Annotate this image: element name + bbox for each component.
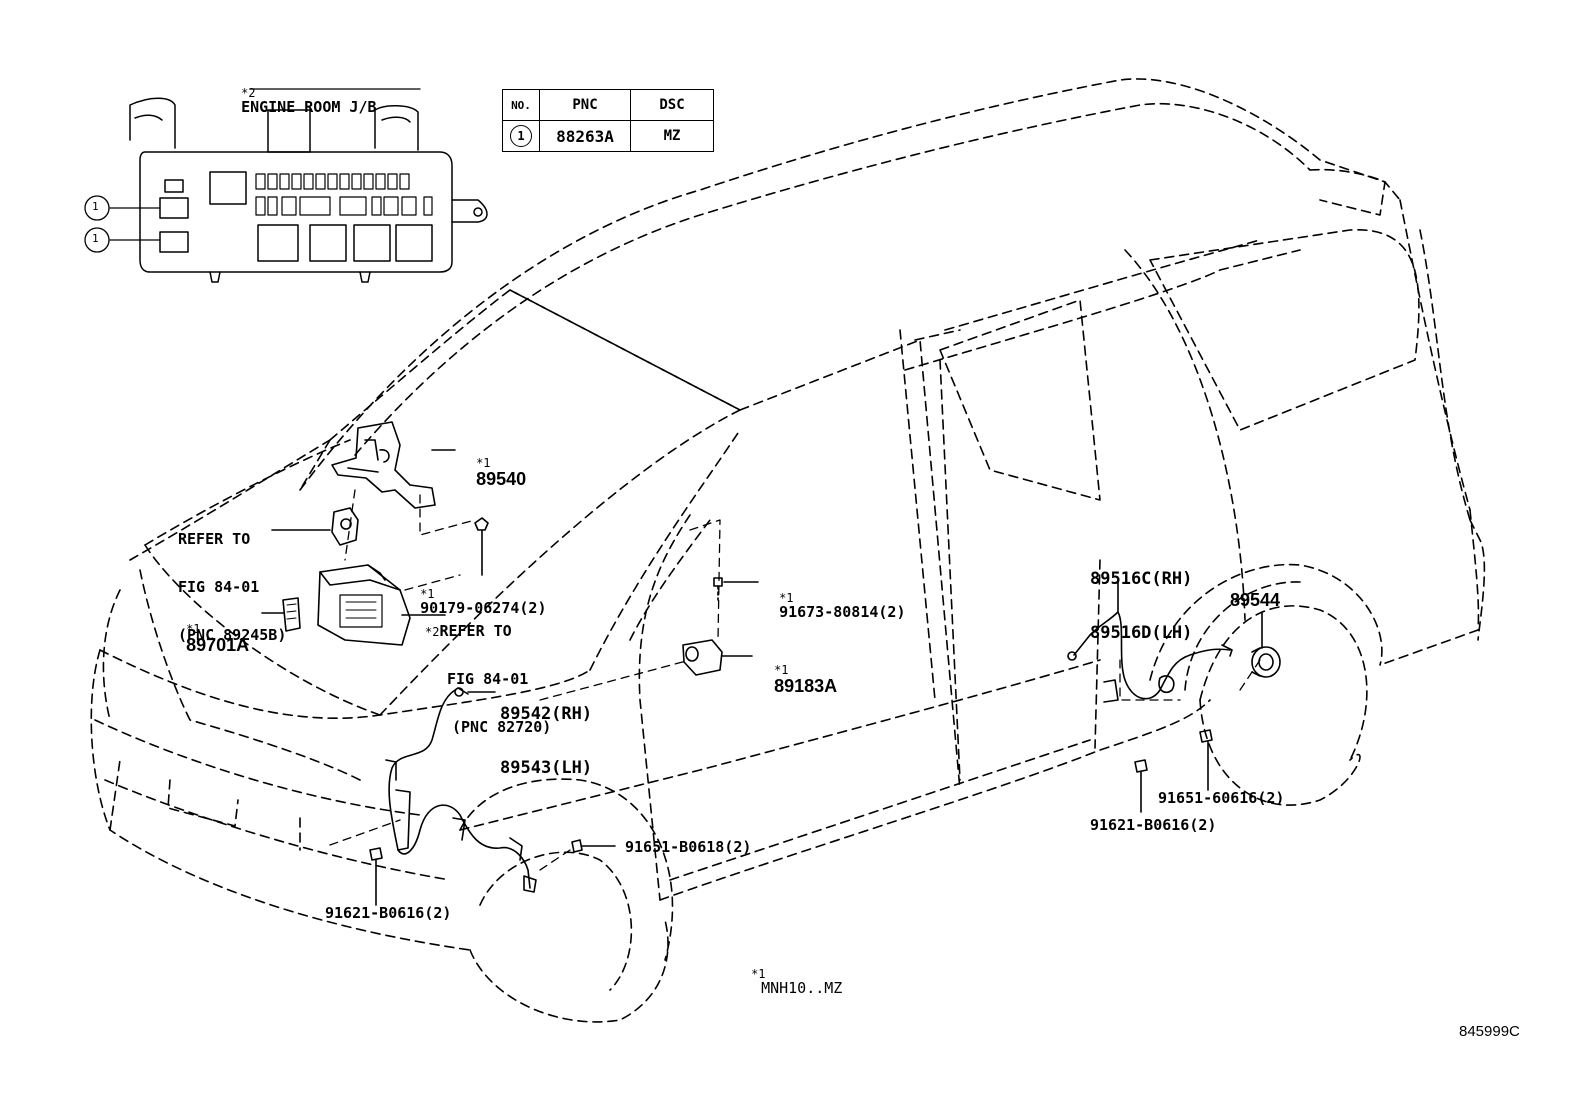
label-91651-60616: 91651-60616(2) — [1158, 789, 1285, 807]
bolt-91651-60616 — [1199, 729, 1213, 791]
table-header-no: NO. — [502, 89, 540, 121]
refer-line-3: (PNC 89245B) — [178, 626, 287, 644]
engine-room-jb-star: *2 — [241, 86, 256, 100]
label-89516: 89516C(RH) 89516D(LH) — [1090, 537, 1192, 659]
ecu-82720 — [317, 564, 446, 646]
label-91673: *1 91673-80814(2) — [761, 575, 906, 621]
part-number: 89540 — [476, 469, 527, 489]
line-lh: 89516D(LH) — [1090, 623, 1193, 643]
footnote-star: *1 — [751, 967, 766, 981]
rotor-89544 — [1251, 611, 1281, 678]
van-body-outline — [90, 78, 1486, 1023]
label-refer-89245b: REFER TO FIG 84-01 (PNC 89245B) — [178, 502, 286, 658]
label-89701a: *1 89701A — [168, 606, 249, 654]
part-number: 90179-06274(2) — [420, 599, 547, 617]
sensor-89245b — [271, 507, 359, 546]
table-cell-dsc: MZ — [630, 120, 714, 152]
refer-line-1: REFER TO — [178, 530, 251, 548]
star: *1 — [420, 587, 435, 601]
table-header-dsc: DSC — [630, 89, 714, 121]
refer-line-3: (PNC 82720) — [452, 718, 552, 736]
table-header-pnc: PNC — [539, 89, 631, 121]
line-lh: 89543(LH) — [500, 758, 593, 778]
part-number: 89183A — [774, 676, 838, 696]
sensor-89183a — [682, 639, 753, 676]
label-89183a: *1 89183A — [756, 647, 837, 695]
label-89542: 89542(RH) 89543(LH) — [500, 672, 592, 794]
label-91621-front: 91621-B0616(2) — [325, 904, 452, 922]
star: *1 — [779, 591, 794, 605]
refer-line-2: FIG 84-01 — [447, 670, 529, 688]
callout-1-lower: 1 — [92, 232, 99, 245]
nut-90179 — [474, 517, 489, 576]
footnote-text: MNH10..MZ — [761, 979, 843, 997]
label-90179: *1 90179-06274(2) — [402, 571, 547, 617]
relay-89701a — [261, 597, 301, 632]
star: *1 — [774, 663, 789, 677]
label-89544: 89544 — [1230, 590, 1281, 610]
line-rh: 89516C(RH) — [1090, 569, 1193, 589]
bolt-91621-front — [369, 847, 383, 906]
bolt-91621-rear — [1134, 759, 1148, 813]
pnc-table: NO. PNC DSC 1 88263A MZ — [502, 89, 714, 152]
front-speed-sensor-89542 — [385, 687, 537, 893]
engine-room-jb-drawing — [84, 88, 488, 283]
table-cell-no-circle: 1 — [510, 125, 532, 147]
bracket-89540 — [331, 421, 456, 509]
rear-speed-sensor-89516 — [1067, 579, 1233, 703]
label-91651-b0618: 91651-B0618(2) — [625, 838, 752, 856]
star: *2 — [425, 625, 440, 639]
footnote: *1 MNH10..MZ — [733, 951, 842, 996]
figure-code: 845999C — [1459, 1023, 1520, 1040]
part-number: 89701A — [186, 635, 250, 655]
label-91621-rear: 91621-B0616(2) — [1090, 816, 1217, 834]
engine-room-jb-text: ENGINE ROOM J/B — [241, 98, 377, 116]
refer-line-2: FIG 84-01 — [178, 578, 260, 596]
engine-room-jb-title: *2 ENGINE ROOM J/B — [223, 70, 377, 116]
bolt-91673 — [713, 577, 759, 601]
bolt-91651-b0618 — [571, 839, 616, 853]
star: *1 — [476, 456, 491, 470]
label-89540: *1 89540 — [458, 440, 526, 488]
refer-line-1: REFER TO — [439, 622, 512, 640]
part-number: 91673-80814(2) — [779, 603, 906, 621]
star: *1 — [186, 622, 201, 636]
line-rh: 89542(RH) — [500, 704, 593, 724]
label-refer-82720: *2REFER TO FIG 84-01 (PNC 82720) — [425, 594, 551, 750]
table-cell-pnc: 88263A — [539, 120, 631, 152]
table-cell-no: 1 — [502, 120, 540, 152]
callout-1-upper: 1 — [92, 200, 99, 213]
